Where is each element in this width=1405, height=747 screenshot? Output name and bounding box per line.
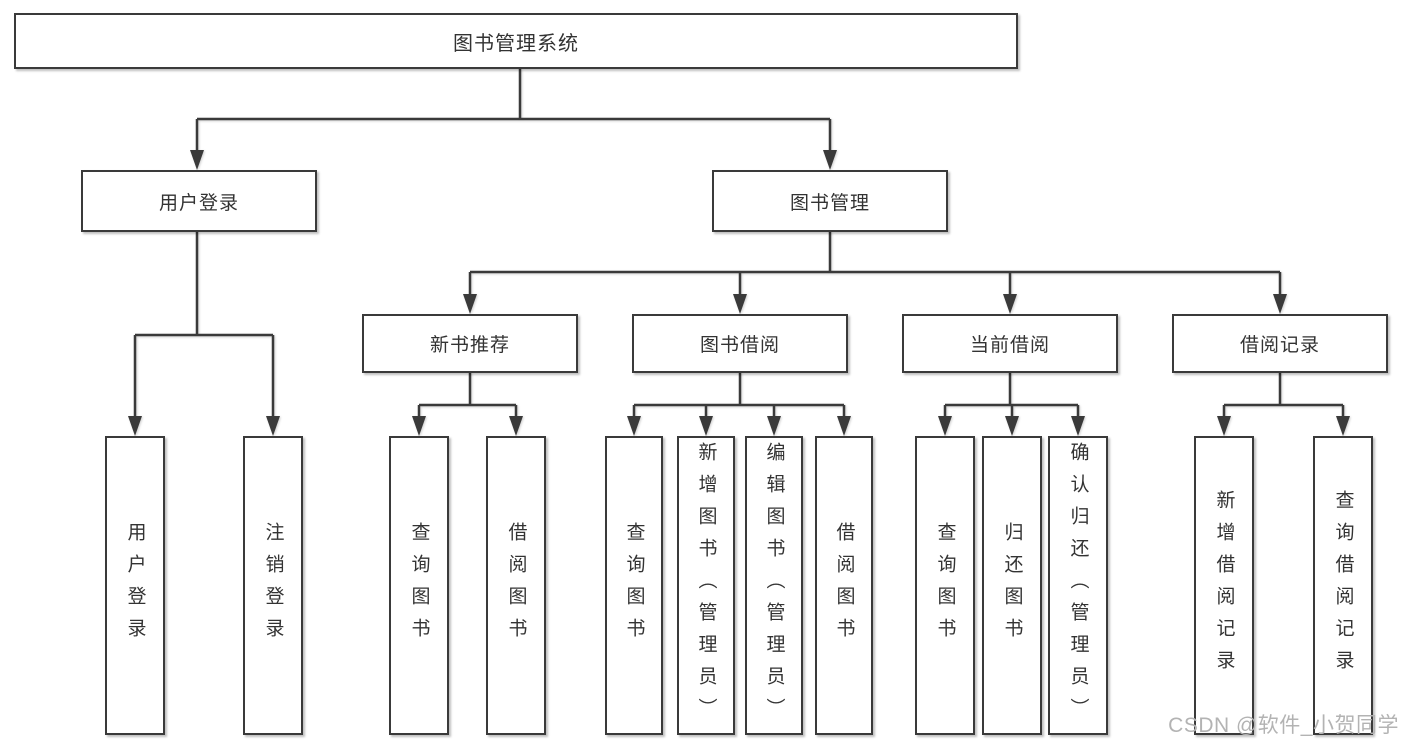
node-user-login: 用户登录 <box>81 170 317 232</box>
connector-book-borrow-branch <box>627 373 851 436</box>
node-library-system: 图书管理系统 <box>14 13 1018 69</box>
node-borrow-records-label: 借阅记录 <box>1239 335 1320 356</box>
connector-user-login-branch <box>128 232 280 436</box>
leaf-add-borrow-record-label: 新增借阅记录 <box>1213 489 1235 682</box>
leaf-query-borrow-record: 查询借阅记录 <box>1313 436 1373 735</box>
connector-new-books-branch <box>412 373 523 436</box>
leaf-logout-label: 注销登录 <box>262 521 284 650</box>
connector-root-to-level2 <box>190 69 837 170</box>
node-user-login-label: 用户登录 <box>158 192 239 214</box>
leaf-add-borrow-record: 新增借阅记录 <box>1194 436 1254 735</box>
node-borrow-records: 借阅记录 <box>1172 314 1388 373</box>
leaf-query-borrow-record-label: 查询借阅记录 <box>1332 489 1354 682</box>
node-book-management: 图书管理 <box>712 170 948 232</box>
leaf-query-books-borrow: 查询图书 <box>605 436 663 735</box>
node-current-borrow-label: 当前借阅 <box>969 335 1050 356</box>
connector-current-borrow-branch <box>938 373 1085 436</box>
leaf-borrow-books: 借阅图书 <box>815 436 873 735</box>
node-library-system-label: 图书管理系统 <box>453 32 579 55</box>
leaf-edit-books-admin: 编辑图书（管理员） <box>745 436 803 735</box>
leaf-return-books-label: 归还图书 <box>1001 521 1023 650</box>
leaf-query-books-recommend-label: 查询图书 <box>408 521 430 650</box>
node-book-borrow: 图书借阅 <box>632 314 848 373</box>
leaf-borrow-books-recommend: 借阅图书 <box>486 436 546 735</box>
node-current-borrow: 当前借阅 <box>902 314 1118 373</box>
node-book-borrow-label: 图书借阅 <box>699 335 780 356</box>
leaf-confirm-return-admin-label: 确认归还（管理员） <box>1067 441 1089 730</box>
leaf-edit-books-admin-label: 编辑图书（管理员） <box>763 441 785 730</box>
connector-borrow-records-branch <box>1217 373 1350 436</box>
leaf-logout: 注销登录 <box>243 436 303 735</box>
leaf-query-books-borrow-label: 查询图书 <box>623 521 645 650</box>
leaf-borrow-books-label: 借阅图书 <box>833 521 855 650</box>
leaf-add-books-admin-label: 新增图书（管理员） <box>695 441 717 730</box>
node-new-book-recommend: 新书推荐 <box>362 314 578 373</box>
leaf-borrow-books-recommend-label: 借阅图书 <box>505 521 527 650</box>
leaf-user-login: 用户登录 <box>105 436 165 735</box>
leaf-add-books-admin: 新增图书（管理员） <box>677 436 735 735</box>
leaf-return-books: 归还图书 <box>982 436 1042 735</box>
node-book-management-label: 图书管理 <box>789 192 870 214</box>
leaf-query-books-current-label: 查询图书 <box>934 521 956 650</box>
leaf-user-login-label: 用户登录 <box>124 521 146 650</box>
leaf-query-books-recommend: 查询图书 <box>389 436 449 735</box>
leaf-query-books-current: 查询图书 <box>915 436 975 735</box>
connector-book-management-branch <box>463 232 1287 314</box>
node-new-book-recommend-label: 新书推荐 <box>429 335 510 356</box>
leaf-confirm-return-admin: 确认归还（管理员） <box>1048 436 1108 735</box>
